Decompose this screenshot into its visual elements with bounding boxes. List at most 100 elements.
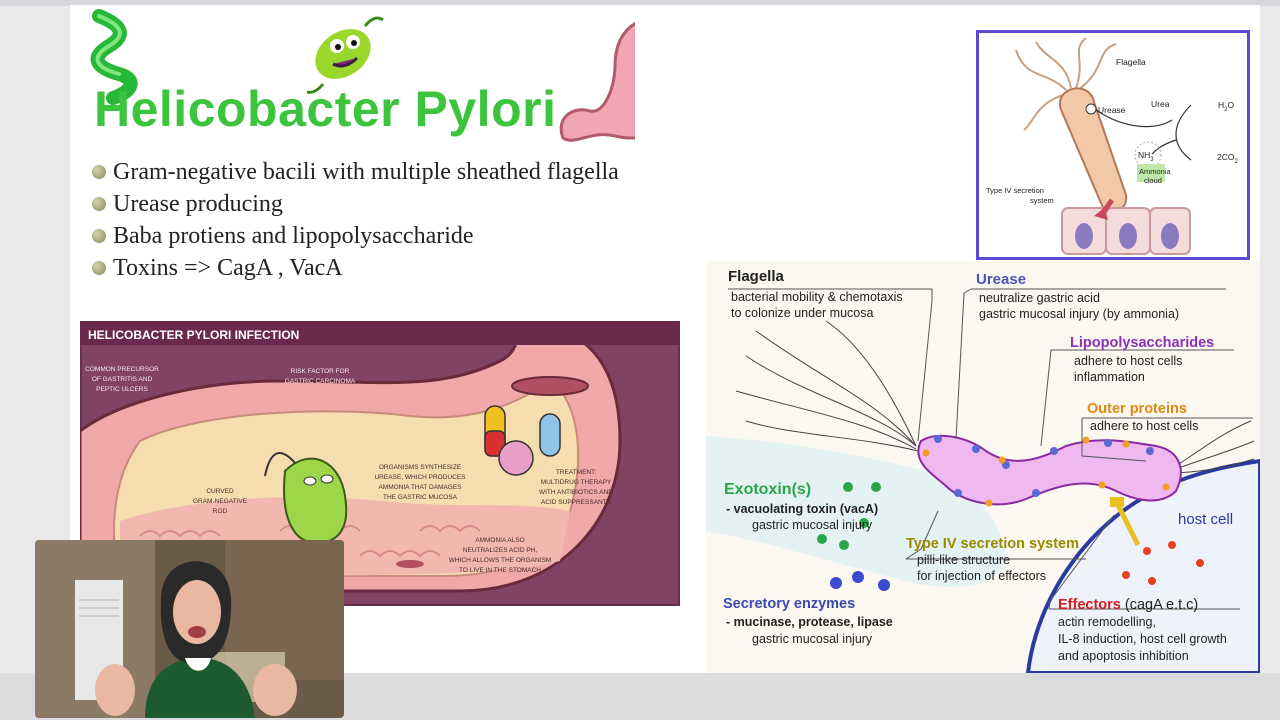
flagella-desc: to colonize under mucosa xyxy=(731,306,873,320)
bacterium-character-icon xyxy=(264,452,348,545)
presenter-avatar xyxy=(95,561,297,718)
bullet-list: Gram-negative bacili with multiple sheat… xyxy=(92,156,619,284)
bullet-item: Baba protiens and lipopolysaccharide xyxy=(92,220,619,252)
svg-text:GRAM-NEGATIVE: GRAM-NEGATIVE xyxy=(193,498,248,505)
bullet-item: Urease producing xyxy=(92,188,619,220)
caption-precursor: PEPTIC ULCERS xyxy=(96,386,148,393)
caption-risk: GASTRIC CARCINOMA xyxy=(285,378,356,385)
bullet-dot-icon xyxy=(92,165,106,179)
infection-heading: HELICOBACTER PYLORI INFECTION xyxy=(88,328,299,342)
cycle-urease-label: Urease xyxy=(1098,105,1126,115)
cycle-ammonia-cloud-label: cloud xyxy=(1144,176,1162,185)
bacterium-mascot-icon xyxy=(306,16,384,94)
type4-desc: for injection of effectors xyxy=(917,569,1046,583)
svg-text:NEUTRALIZES ACID PH,: NEUTRALIZES ACID PH, xyxy=(463,547,538,554)
caption-urease: AMMONIA THAT DAMAGES xyxy=(378,484,462,491)
pill-characters-icon xyxy=(484,405,561,476)
bullet-dot-icon xyxy=(92,261,106,275)
type4-title: Type IV secretion system xyxy=(906,536,1079,552)
exotoxin-title: Exotoxin(s) xyxy=(724,481,811,498)
outer-proteins-desc: adhere to host cells xyxy=(1090,419,1198,433)
caption-ammonia: WHICH ALLOWS THE ORGANISM xyxy=(449,557,551,564)
flagella-lines-icon xyxy=(735,320,1255,474)
cycle-co2-label: 2CO2 xyxy=(1217,152,1238,165)
effectors-title: Effectors (cagA e.t.c) xyxy=(1058,597,1198,613)
urease-molecules-icon xyxy=(934,435,1154,497)
caption-urease: ORGANISMS SYNTHESIZE xyxy=(379,464,462,471)
caption-urease: UREASE, WHICH PRODUCES xyxy=(374,474,466,481)
caption-rod: ROD xyxy=(213,508,228,515)
svg-text:OF GASTRITIS AND: OF GASTRITIS AND xyxy=(92,376,153,383)
caption-treatment: TREATMENT: xyxy=(556,469,597,476)
outer-proteins-title: Outer proteins xyxy=(1087,401,1187,417)
caption-rod: CURVED xyxy=(206,488,234,495)
svg-text:ROD: ROD xyxy=(213,508,228,515)
callout-lines xyxy=(728,288,1253,610)
caption-treatment: MULTIDRUG THERAPY xyxy=(541,479,612,486)
vaca-toxin-icons xyxy=(817,482,881,550)
svg-text:WHICH ALLOWS THE ORGANISM: WHICH ALLOWS THE ORGANISM xyxy=(449,557,551,564)
cycle-secretion-label: system xyxy=(1030,196,1054,205)
caption-precursor: COMMON PRECURSOR xyxy=(85,366,159,373)
virulence-factors-diagram: Flagella bacterial mobility & chemotaxis… xyxy=(706,261,1260,673)
caption-treatment: ACID SUPPRESSANTS xyxy=(541,499,612,506)
slide-title: Helicobacter Pylori xyxy=(94,81,557,137)
effectors-desc: and apoptosis inhibition xyxy=(1058,649,1189,663)
urease-cycle-diagram: Flagella Urease Urea H2O NH3 2CO2 Ammoni… xyxy=(976,30,1250,260)
outer-protein-icons xyxy=(922,436,1170,507)
bullet-dot-icon xyxy=(92,197,106,211)
helix-icon xyxy=(90,9,138,105)
top-edge xyxy=(0,0,1280,6)
reaction-arrows-icon xyxy=(1095,104,1192,161)
stomach-cartoon-icon xyxy=(559,21,635,142)
effectors-desc: IL-8 induction, host cell growth xyxy=(1058,632,1227,646)
effectors-desc: actin remodelling, xyxy=(1058,615,1156,629)
type4-desc: pilli-like structure xyxy=(917,553,1010,567)
urease-desc: gastric mucosal injury (by ammonia) xyxy=(979,307,1179,321)
svg-text:UREASE, WHICH PRODUCES: UREASE, WHICH PRODUCES xyxy=(374,474,466,481)
exotoxin-desc: gastric mucosal injury xyxy=(752,518,873,532)
title-decorations xyxy=(90,9,635,142)
svg-text:GASTRIC CARCINOMA: GASTRIC CARCINOMA xyxy=(285,378,356,385)
caption-treatment: WITH ANTIBIOTICS AND xyxy=(539,489,613,496)
svg-text:COMMON PRECURSOR: COMMON PRECURSOR xyxy=(85,366,159,373)
enzymes-desc: gastric mucosal injury xyxy=(752,632,873,646)
urease-desc: neutralize gastric acid xyxy=(979,291,1100,305)
svg-text:WITH ANTIBIOTICS AND: WITH ANTIBIOTICS AND xyxy=(539,489,613,496)
svg-text:ACID SUPPRESSANTS: ACID SUPPRESSANTS xyxy=(541,499,612,506)
epithelial-cells-icon xyxy=(1061,207,1191,255)
svg-text:ORGANISMS SYNTHESIZE: ORGANISMS SYNTHESIZE xyxy=(379,464,462,471)
svg-text:RISK FACTOR FOR: RISK FACTOR FOR xyxy=(291,368,350,375)
bullet-dot-icon xyxy=(92,229,106,243)
bullet-item: Gram-negative bacili with multiple sheat… xyxy=(92,156,619,188)
caption-urease: THE GASTRIC MUCOSA xyxy=(383,494,458,501)
caption-risk: RISK FACTOR FOR xyxy=(291,368,350,375)
caption-precursor: OF GASTRITIS AND xyxy=(92,376,153,383)
bacterium-icon xyxy=(917,434,1182,506)
lps-desc: inflammation xyxy=(1074,370,1145,384)
flagella-desc: bacterial mobility & chemotaxis xyxy=(731,290,903,304)
svg-text:TREATMENT:: TREATMENT: xyxy=(556,469,597,476)
caption-ammonia: TO LIVE IN THE STOMACH xyxy=(459,567,541,574)
caption-rod: GRAM-NEGATIVE xyxy=(193,498,248,505)
lps-title: Lipopolysaccharides xyxy=(1070,335,1214,351)
svg-text:MULTIDRUG THERAPY: MULTIDRUG THERAPY xyxy=(541,479,612,486)
cycle-flagella-label: Flagella xyxy=(1116,57,1146,67)
exotoxin-subtitle: - vacuolating toxin (vacA) xyxy=(726,502,878,516)
enzymes-subtitle: - mucinase, protease, lipase xyxy=(726,615,893,629)
lps-desc: adhere to host cells xyxy=(1074,354,1182,368)
effector-icons xyxy=(1122,541,1204,585)
cycle-h2o-label: H2O xyxy=(1218,100,1234,113)
caption-ammonia: NEUTRALIZES ACID PH, xyxy=(463,547,538,554)
svg-text:AMMONIA THAT DAMAGES: AMMONIA THAT DAMAGES xyxy=(378,484,462,491)
type4-pilus-icon xyxy=(1113,499,1141,547)
host-cell-label: host cell xyxy=(1178,511,1233,528)
urease-title: Urease xyxy=(976,271,1026,288)
svg-text:THE GASTRIC MUCOSA: THE GASTRIC MUCOSA xyxy=(383,494,458,501)
cycle-ammonia-cloud-label: Ammonia xyxy=(1139,167,1172,176)
cycle-nh3-label: NH3 xyxy=(1138,150,1154,163)
bullet-item: Toxins => CagA , VacA xyxy=(92,252,619,284)
svg-text:AMMONIA ALSO: AMMONIA ALSO xyxy=(475,537,525,544)
svg-text:TO LIVE IN THE STOMACH: TO LIVE IN THE STOMACH xyxy=(459,567,541,574)
cycle-secretion-label: Type IV secretion xyxy=(986,186,1044,195)
